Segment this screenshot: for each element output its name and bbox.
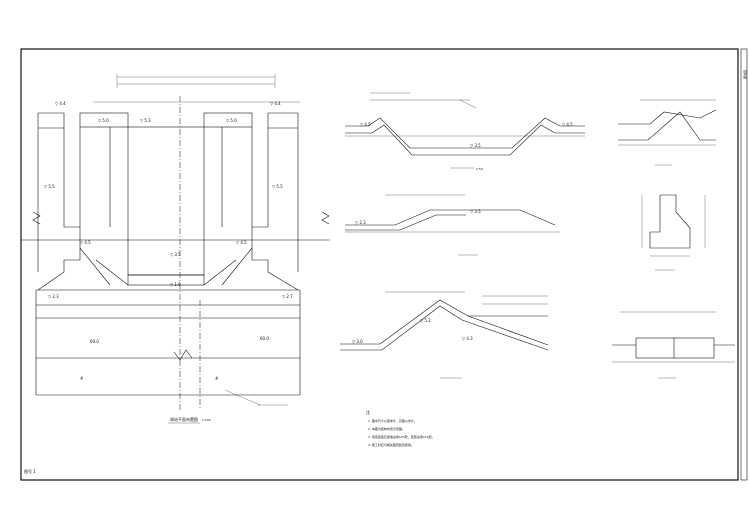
left-mid-elev: ▽ 5.5 bbox=[44, 184, 55, 189]
section-a: ▽ 4.5 ▽ 4.5 ▽ 3.5 1:50 bbox=[345, 92, 585, 171]
section-b-right: ▽ 3.5 bbox=[470, 209, 481, 214]
field-left-value: 60.0 bbox=[90, 339, 99, 344]
note-item: 4. 施工时应与相关图纸配合使用。 bbox=[368, 442, 414, 447]
center-gate-elev: ▽ 3.5 bbox=[170, 252, 181, 257]
section-a-elev-left: ▽ 4.5 bbox=[360, 122, 371, 127]
left-gate-elev: ▽ 4.5 bbox=[80, 240, 91, 245]
sheet-border bbox=[20, 48, 739, 481]
right-gate-elev: ▽ 4.5 bbox=[236, 240, 247, 245]
plan-view: ▽ 4.4 ▽ 5.0 ▽ 5.3 ▽ 5.0 ▽ 4.4 ▽ 5.5 ▽ 5.… bbox=[21, 74, 330, 424]
section-c: ▽ 3.0 ▽ 4.3 ▽ 5.2 bbox=[340, 291, 549, 379]
section-c-crest: ▽ 5.2 bbox=[420, 318, 431, 323]
section-a-scale: 1:50 bbox=[476, 167, 483, 171]
section-c-left: ▽ 3.0 bbox=[352, 339, 363, 344]
section-a-elev-right: ▽ 4.5 bbox=[562, 122, 573, 127]
detail-culvert bbox=[612, 311, 735, 379]
detail-top-right bbox=[618, 99, 717, 166]
notes-block: 注 1. 图中尺寸以毫米计，高程以米计。 2. 本图为结构布置示意图。 3. 闸… bbox=[366, 409, 435, 447]
mark-right: # bbox=[215, 376, 219, 381]
section-b: ▽ 2.3 ▽ 3.5 bbox=[345, 194, 560, 256]
center-elev: ▽ 5.3 bbox=[140, 118, 151, 123]
page-number: 图号 1 bbox=[24, 468, 36, 474]
inner-left-elev: ▽ 5.0 bbox=[98, 118, 109, 123]
title-strip bbox=[740, 48, 748, 481]
left-low-elev: ▽ 2.3 bbox=[48, 294, 59, 299]
plan-scale: 1:100 bbox=[202, 418, 211, 422]
mark-left: # bbox=[80, 376, 84, 381]
field-right-value: 60.0 bbox=[260, 336, 269, 341]
section-b-left: ▽ 2.3 bbox=[355, 220, 366, 225]
right-mid-elev: ▽ 5.5 bbox=[272, 184, 283, 189]
section-a-mid: ▽ 3.5 bbox=[470, 143, 481, 148]
detail-retaining-wall bbox=[641, 194, 706, 271]
plan-caption: 闸站平面布置图 bbox=[170, 416, 198, 422]
note-item: 1. 图中尺寸以毫米计，高程以米计。 bbox=[368, 418, 417, 423]
side-label: 结构图 bbox=[743, 70, 748, 79]
notes-heading: 注 bbox=[366, 409, 370, 415]
right-top-elev: ▽ 4.4 bbox=[270, 101, 281, 106]
inner-right-elev: ▽ 5.0 bbox=[226, 118, 237, 123]
center-low-elev: ▽ 1.6 bbox=[170, 282, 181, 287]
note-item: 3. 闸室底板及翼墙采用C25砼，垫层采用C15砼。 bbox=[368, 434, 435, 439]
note-item: 2. 本图为结构布置示意图。 bbox=[368, 426, 405, 431]
left-top-elev: ▽ 4.4 bbox=[55, 101, 66, 106]
section-c-right: ▽ 4.3 bbox=[462, 336, 473, 341]
right-low-elev: ▽ 2.7 bbox=[282, 294, 293, 299]
